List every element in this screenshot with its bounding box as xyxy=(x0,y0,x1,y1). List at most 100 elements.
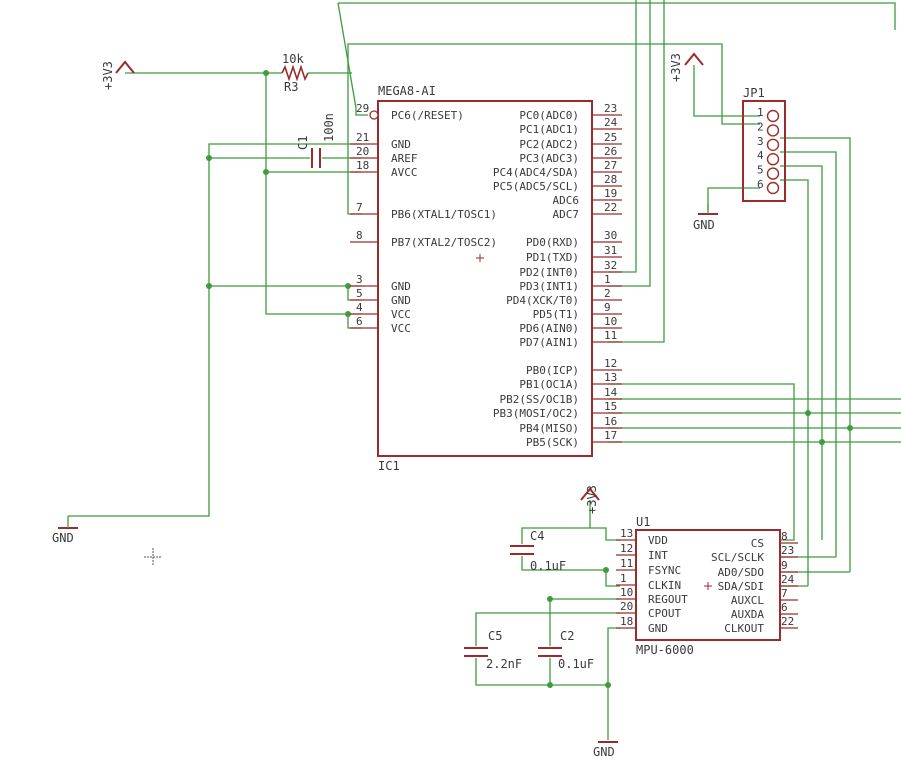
ic1-pin-number: 6 xyxy=(356,315,363,328)
ic1-pin-name: PD5(T1) xyxy=(533,308,579,321)
ic1-pin-name: PB6(XTAL1/TOSC1) xyxy=(391,208,497,221)
junction xyxy=(345,311,351,317)
wire-u1-vdd xyxy=(521,500,591,544)
u1-pin-name: CS xyxy=(751,537,764,550)
junction xyxy=(547,682,553,688)
ic1-left-pins: 29PC6(/RESET)21GND20AREF18AVCC7PB6(XTAL1… xyxy=(350,102,497,335)
ic1-pin-name: PB2(SS/OC1B) xyxy=(500,393,579,406)
ic1-pin-name: PD4(XCK/T0) xyxy=(506,294,579,307)
ic1-pin-number: 24 xyxy=(604,116,618,129)
c5-name: C5 xyxy=(488,629,502,643)
ic1-pin-number: 23 xyxy=(604,102,617,115)
r3-name: R3 xyxy=(284,80,298,94)
ic1-pin-name: PC2(ADC2) xyxy=(519,138,579,151)
resistor-r3[interactable]: 10k R3 xyxy=(281,52,309,94)
u1-pin-number: 11 xyxy=(620,557,633,570)
junction xyxy=(263,70,269,76)
ic1-pin-number: 11 xyxy=(604,329,617,342)
wire-jp1-3v3 xyxy=(693,65,760,117)
wire-top-pc6 xyxy=(337,2,368,116)
u1-pin-name: CLKOUT xyxy=(724,622,764,635)
u1-pin-number: 7 xyxy=(781,587,788,600)
c4-name: C4 xyxy=(530,529,544,543)
ic1-pin-number: 12 xyxy=(604,357,617,370)
u1-pin-name: AD0/SDO xyxy=(718,566,764,579)
ic1-pin-name: PB5(SCK) xyxy=(526,436,579,449)
capacitor-c5[interactable]: C5 2.2nF xyxy=(464,629,522,671)
ic1-pin-number: 27 xyxy=(604,159,617,172)
gnd-label-u1: GND xyxy=(593,745,615,759)
capacitor-c1[interactable]: C1 100n xyxy=(296,113,336,168)
u1-mpu6000[interactable]: U1 MPU-6000 13VDD12INT11FSYNC1CLKIN10REG… xyxy=(616,515,798,657)
jp1-pin-number: 6 xyxy=(757,178,764,191)
u1-pin-number: 20 xyxy=(620,600,633,613)
u1-pin-number: 10 xyxy=(620,586,633,599)
ic1-mega8[interactable]: MEGA8-AI IC1 29PC6(/RESET)21GND20AREF18A… xyxy=(350,84,622,473)
u1-pin-number: 9 xyxy=(781,559,788,572)
junction xyxy=(819,439,825,445)
ic1-pin-number: 29 xyxy=(356,102,369,115)
jp1-pin-number: 3 xyxy=(757,135,764,148)
ic1-pin-number: 26 xyxy=(604,145,617,158)
jp1-pin-number: 5 xyxy=(757,164,764,177)
wire-cap-gnd xyxy=(475,658,608,686)
u1-pin-name: SCL/SCLK xyxy=(711,551,764,564)
ic1-pin-number: 18 xyxy=(356,159,369,172)
ic1-pin-number: 9 xyxy=(604,301,611,314)
vcc-arrow-u1 xyxy=(580,487,600,501)
junction xyxy=(605,682,611,688)
ic1-pin-number: 10 xyxy=(604,315,617,328)
ic1-pin-name: GND xyxy=(391,138,411,151)
u1-pin-name: AUXDA xyxy=(731,608,764,621)
u1-pin-name: CLKIN xyxy=(648,579,681,592)
jp1-pin-pad xyxy=(766,138,780,152)
ic1-pin-name: PD7(AIN1) xyxy=(519,336,579,349)
ic1-pin-name: PB3(MOSI/OC2) xyxy=(493,407,579,420)
junctions xyxy=(206,70,853,688)
ic1-pin-name: PD2(INT0) xyxy=(519,266,579,279)
capacitor-c2[interactable]: C2 0.1uF xyxy=(538,629,594,671)
jp1-pin-pad xyxy=(766,152,780,166)
vcc-label-left: +3V3 xyxy=(101,61,115,90)
junction xyxy=(206,283,212,289)
ic1-pin-number: 31 xyxy=(604,244,617,257)
vcc-arrow-jp1 xyxy=(684,52,704,66)
c1-name: C1 xyxy=(296,136,310,150)
ic1-pin-name: PC0(ADC0) xyxy=(519,109,579,122)
ic1-pin-name: PD6(AIN0) xyxy=(519,322,579,335)
junction xyxy=(206,155,212,161)
ic1-pin-number: 3 xyxy=(356,273,363,286)
c2-value: 0.1uF xyxy=(558,657,594,671)
wires xyxy=(68,0,901,740)
junction xyxy=(805,410,811,416)
u1-origin-cross xyxy=(704,582,712,590)
ic1-pin-number: 5 xyxy=(356,287,363,300)
crosshair-cursor-icon xyxy=(144,548,162,566)
jp1-name: JP1 xyxy=(743,86,765,100)
wire-jp1-gnd xyxy=(707,187,760,210)
ic1-pin-name: PD1(TXD) xyxy=(526,251,579,264)
capacitor-c4[interactable]: C4 0.1uF xyxy=(510,529,566,573)
ic1-pin-name: PC5(ADC5/SCL) xyxy=(493,180,579,193)
u1-pin-name: AUXCL xyxy=(731,594,764,607)
ic1-pin-name: PC4(ADC4/SDA) xyxy=(493,166,579,179)
wire-top-1 xyxy=(338,2,896,30)
u1-pin-number: 18 xyxy=(620,615,633,628)
u1-pin-name: REGOUT xyxy=(648,593,688,606)
ic1-pin-number: 15 xyxy=(604,400,617,413)
u1-right-pins: 8CS23SCL/SCLK9AD0/SDO24SDA/SDI7AUXCL6AUX… xyxy=(711,530,798,635)
ic1-pin-number: 30 xyxy=(604,229,617,242)
wire-jp1-3 xyxy=(780,137,851,572)
junction xyxy=(547,596,553,602)
ic1-pin-name: PC6(/RESET) xyxy=(391,109,464,122)
junction xyxy=(345,283,351,289)
u1-pin-number: 6 xyxy=(781,601,788,614)
u1-name: U1 xyxy=(636,515,650,529)
ic1-pin-number: 14 xyxy=(604,386,618,399)
gnd-label-jp1: GND xyxy=(693,218,715,232)
u1-pin-number: 24 xyxy=(781,573,795,586)
ic1-pin-name: ADC7 xyxy=(553,208,580,221)
